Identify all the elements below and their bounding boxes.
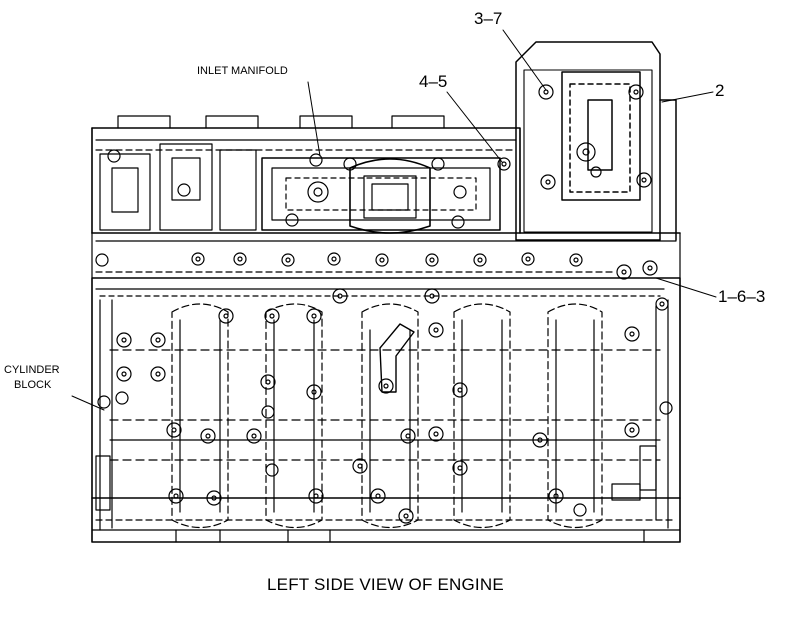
inlet-manifold-label: INLET MANIFOLD xyxy=(197,65,288,77)
filter-bracket-outline xyxy=(515,41,677,241)
leader-2 xyxy=(661,91,714,103)
leader-4-5 xyxy=(446,91,503,163)
leader-3-7 xyxy=(502,29,547,91)
cylinder-block-label-line2: BLOCK xyxy=(14,379,52,391)
cylinder-inner xyxy=(179,319,595,513)
callout-3-7: 3–7 xyxy=(474,9,503,28)
inlet-manifold-outline xyxy=(91,115,521,234)
cylinder-block-label-line1: CYLINDER xyxy=(4,364,60,376)
callout-4-5: 4–5 xyxy=(419,72,448,91)
callout-1-6-3: 1–6–3 xyxy=(718,287,766,306)
leader-lines xyxy=(71,29,717,411)
pan-rail-detail xyxy=(95,445,657,543)
figure-caption: LEFT SIDE VIEW OF ENGINE xyxy=(267,575,504,594)
bolt-heads xyxy=(95,84,673,524)
callout-2: 2 xyxy=(715,81,725,100)
leader-inlet-manifold xyxy=(307,81,321,157)
leader-1-6-3 xyxy=(655,277,717,298)
oil-passage xyxy=(379,323,415,393)
leader-cylinder-block xyxy=(71,395,105,411)
cylinder-jackets xyxy=(171,303,603,529)
